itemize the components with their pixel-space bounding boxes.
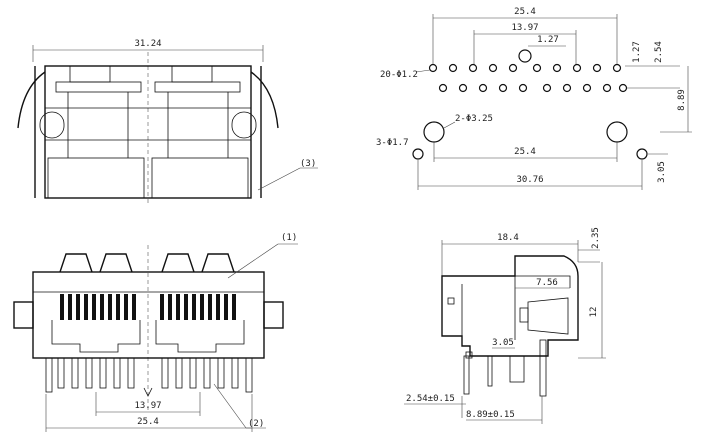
rear-callout-2: (2) [248, 419, 264, 429]
side-view: 18.4 2.35 7.56 12 3.05 2.54±0.15 [404, 227, 606, 424]
pcb-dim-2-54: 2.54 [654, 41, 664, 63]
rear-pins [45, 357, 253, 397]
mount-hole-right [606, 121, 628, 143]
side-dim-18-4: 18.4 [497, 233, 519, 243]
pcb-dim-1-27: 1.27 [537, 35, 559, 45]
side-pin-3 [509, 355, 525, 383]
rear-callout-1: (1) [281, 233, 297, 243]
side-pin-2 [487, 355, 493, 387]
pin-hole-row-top [428, 63, 622, 73]
side-dim-2-54: 2.54±0.15 [406, 394, 455, 404]
pcb-dim-25-4-mount: 25.4 [514, 147, 536, 157]
shield-hole-right [636, 148, 648, 160]
pcb-dim-30-76: 30.76 [516, 175, 543, 185]
pcb-label-mount-holes: 2-Φ3.25 [455, 114, 493, 124]
rear-contacts-right [160, 294, 236, 320]
pin-hole-row-bottom [438, 83, 628, 93]
pcb-dim-3-05: 3.05 [657, 161, 667, 183]
pcb-dim-13-97: 13.97 [511, 23, 538, 33]
front-view: 31.24 (3) [17, 39, 318, 205]
pcb-dim-25-4-top: 25.4 [514, 7, 536, 17]
shield-hole-left [412, 148, 424, 160]
mount-hole-left [423, 121, 445, 143]
pcb-footprint-view: 25.4 13.97 1.27 1.27 2.54 8.89 [376, 7, 692, 190]
rear-dim-13-97: 13.97 [134, 401, 161, 411]
side-dim-12: 12 [589, 307, 599, 318]
side-dim-8-89: 8.89±0.15 [466, 410, 515, 420]
pcb-dim-1-27-vert: 1.27 [632, 41, 642, 63]
front-width-dim: 31.24 [134, 39, 161, 49]
center-hole [518, 49, 532, 63]
rear-view: 13.97 25.4 (1) (2) [13, 233, 298, 432]
side-dim-3-05: 3.05 [492, 338, 514, 348]
side-pin-1 [463, 355, 470, 395]
pcb-dim-8-89: 8.89 [677, 89, 687, 111]
rear-dim-25-4: 25.4 [137, 417, 159, 427]
side-dim-2-35: 2.35 [591, 227, 601, 249]
front-callout-3: (3) [300, 159, 316, 169]
pcb-label-small-holes: 3-Φ1.7 [376, 138, 409, 148]
rear-contacts-left [60, 294, 136, 320]
pcb-label-pin-holes: 20-Φ1.2 [380, 70, 418, 80]
side-latch [447, 297, 455, 305]
side-pin-4 [539, 339, 547, 397]
side-dim-7-56: 7.56 [536, 278, 558, 288]
